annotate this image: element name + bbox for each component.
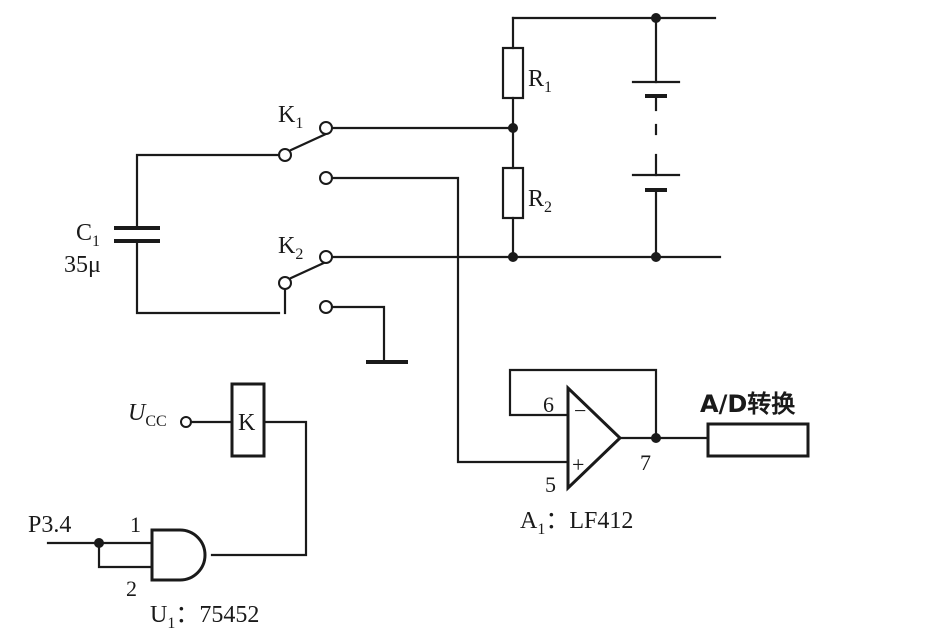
gate-pin2: 2 [126, 576, 137, 601]
gate-caption: U1：75452 [150, 602, 259, 632]
ad-converter: A/D转换 [700, 390, 810, 458]
capacitor-c1: C1 35μ [64, 153, 281, 315]
resistor-r2: R2 [501, 126, 552, 259]
opamp-pin7: 7 [640, 450, 651, 475]
r1-label: R1 [528, 66, 552, 96]
c1-value: 35μ [64, 252, 101, 278]
relay-label: K [238, 410, 256, 436]
gate-pin1: 1 [130, 512, 141, 537]
relay-coil: K UCC [128, 382, 308, 557]
switch-k1: K1 [278, 102, 515, 185]
opamp-pin5: 5 [545, 472, 556, 497]
opamp-pin6: 6 [543, 392, 554, 417]
ground-symbol [330, 305, 408, 364]
ad-converter-label: A/D转换 [700, 390, 796, 418]
wire-to-opamp-plus [330, 176, 570, 464]
opamp-plus: + [572, 452, 584, 477]
opamp-caption: A1：LF412 [520, 508, 633, 538]
c1-label: C1 [76, 220, 100, 250]
r2-label: R2 [528, 186, 552, 216]
p34-label: P3.4 [28, 512, 71, 538]
opamp-minus: − [574, 398, 586, 423]
opamp-a1: − + 6 5 7 A1：LF412 [508, 368, 710, 538]
switch-k2: K2 [278, 233, 333, 315]
k2-label: K2 [278, 233, 303, 263]
ucc-label: UCC [128, 400, 167, 430]
resistor-r1: R1 [501, 46, 552, 130]
top-rail [511, 16, 717, 50]
and-gate-u1: P3.4 1 2 U1：75452 [28, 512, 259, 632]
k1-label: K1 [278, 102, 303, 132]
battery-stack [631, 13, 681, 262]
bottom-rail [329, 252, 722, 262]
